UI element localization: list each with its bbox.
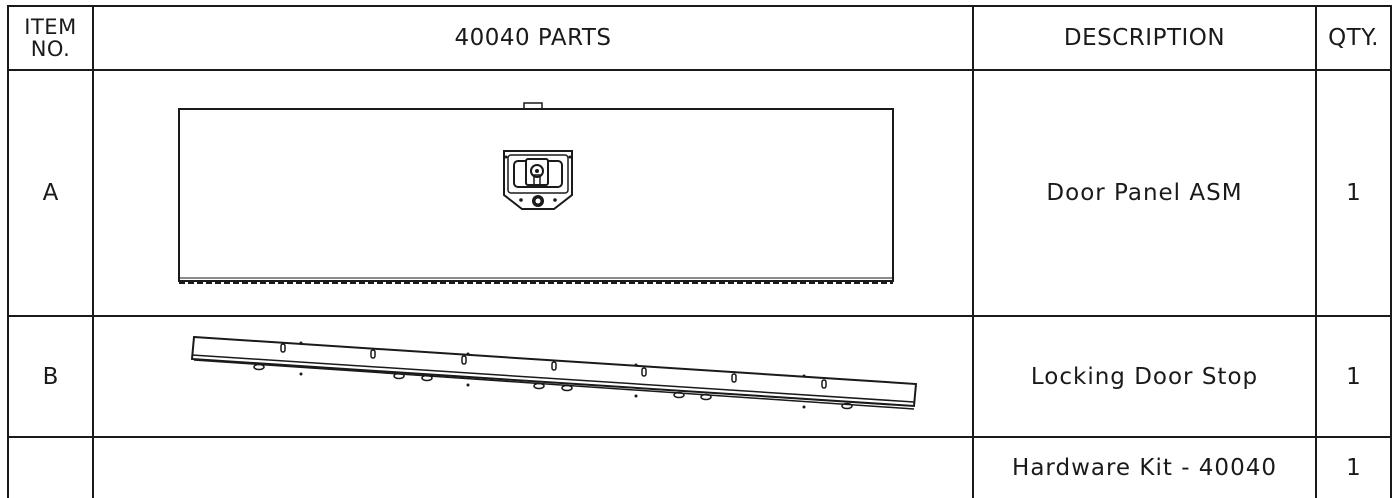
drawing-cell <box>92 436 974 498</box>
qty-cell: 1 <box>1315 69 1392 317</box>
table-row: B <box>7 315 1392 438</box>
description-header: DESCRIPTION <box>972 5 1317 71</box>
drawing-cell <box>92 315 974 438</box>
description-cell: Hardware Kit - 40040 <box>972 436 1317 498</box>
item-cell: B <box>7 315 94 438</box>
description-cell: Locking Door Stop <box>972 315 1317 438</box>
latch-icon <box>503 150 573 210</box>
description-cell: Door Panel ASM <box>972 69 1317 317</box>
item-no-header-line1: ITEM <box>24 15 77 39</box>
item-no-header: ITEM NO. <box>7 5 94 71</box>
table-row: Hardware Kit - 40040 1 <box>7 436 1392 498</box>
item-no-header-line2: NO. <box>30 37 71 61</box>
header-row: ITEM NO. 40040 PARTS DESCRIPTION QTY. <box>7 5 1392 71</box>
qty-cell: 1 <box>1315 436 1392 498</box>
door-panel-drawing <box>178 102 894 284</box>
drawing-cell <box>92 69 974 317</box>
item-cell: A <box>7 69 94 317</box>
door-stop-drawing <box>190 335 918 410</box>
qty-header: QTY. <box>1315 5 1392 71</box>
table-row: A <box>7 69 1392 317</box>
qty-cell: 1 <box>1315 315 1392 438</box>
parts-table: ITEM NO. 40040 PARTS DESCRIPTION QTY. A <box>7 5 1392 498</box>
parts-header: 40040 PARTS <box>92 5 974 71</box>
item-cell <box>7 436 94 498</box>
